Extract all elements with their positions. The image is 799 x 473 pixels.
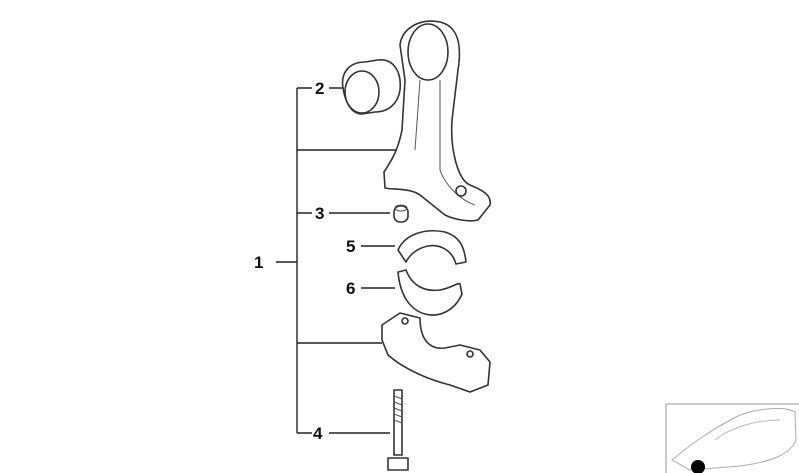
bushing[interactable] xyxy=(341,59,402,115)
car-thumbnail[interactable] xyxy=(665,403,799,473)
car-location-icon xyxy=(691,460,705,473)
callout-6[interactable]: 6 xyxy=(346,279,356,298)
dowel-sleeve[interactable] xyxy=(393,204,409,223)
upper-bearing-shell[interactable] xyxy=(397,230,467,265)
callout-2[interactable]: 2 xyxy=(315,79,325,98)
callout-5[interactable]: 5 xyxy=(346,237,356,256)
lower-bearing-shell[interactable] xyxy=(397,269,463,316)
leader-lines xyxy=(276,87,398,434)
callout-1[interactable]: 1 xyxy=(254,253,264,272)
bolt[interactable] xyxy=(387,389,409,471)
callout-3[interactable]: 3 xyxy=(315,204,325,223)
rod-cap[interactable] xyxy=(381,312,491,393)
callout-4[interactable]: 4 xyxy=(313,424,323,443)
connecting-rod[interactable] xyxy=(383,20,492,222)
